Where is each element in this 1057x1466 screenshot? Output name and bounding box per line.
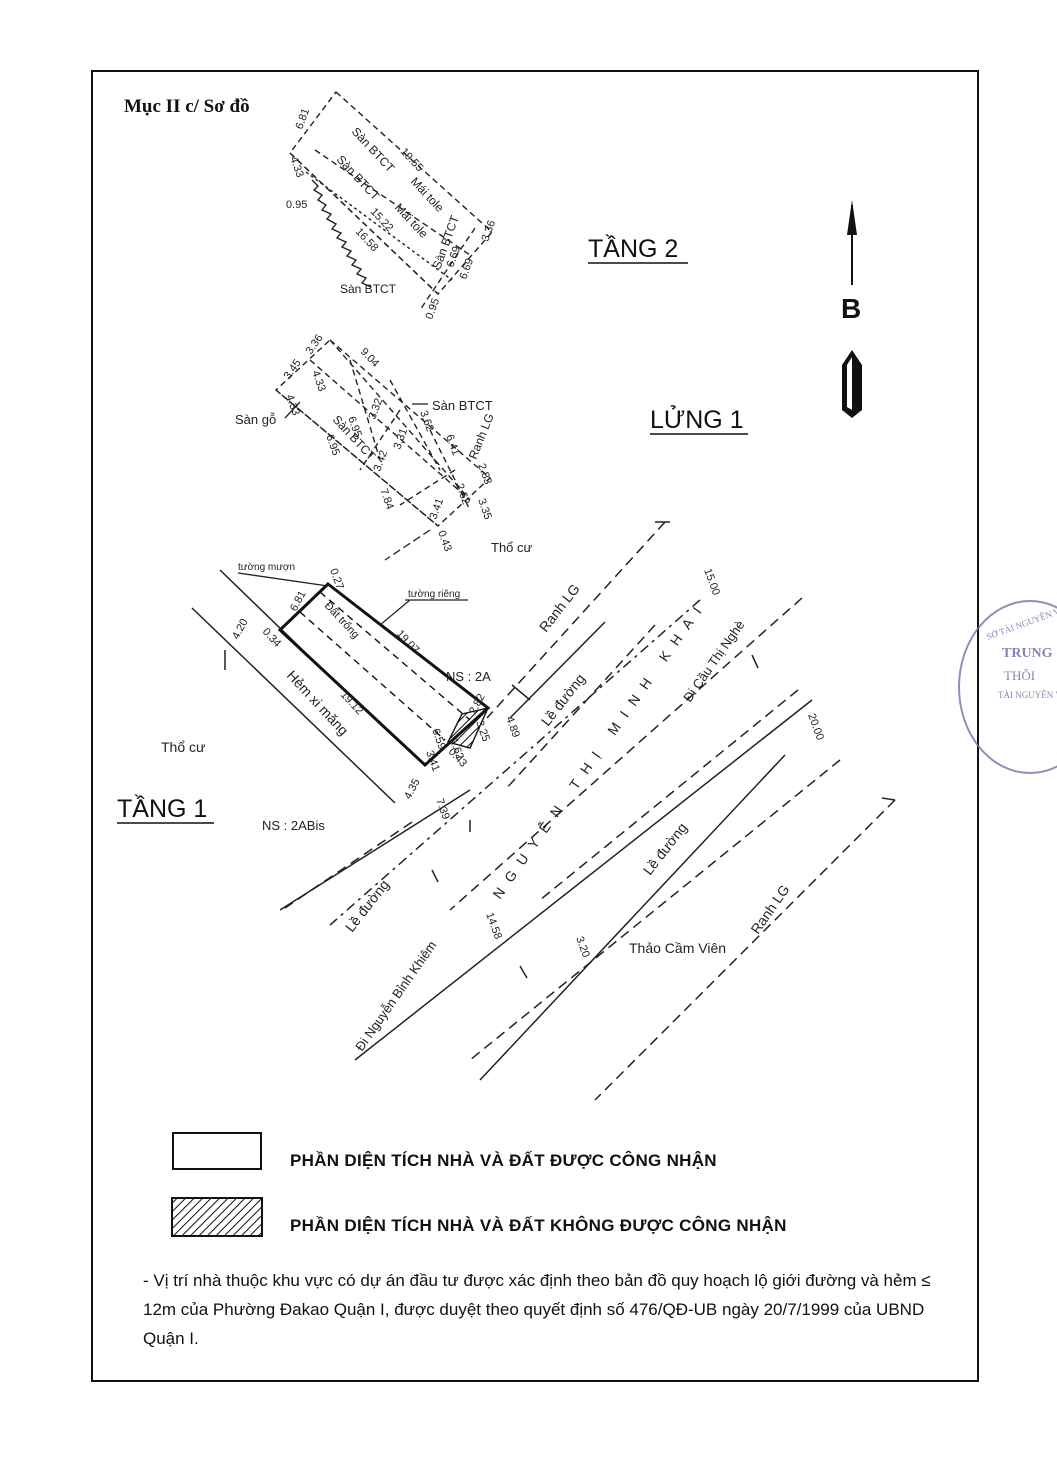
tang1-label-7: Ranh LG: [536, 581, 583, 635]
tuong-muon-leader: [237, 572, 329, 587]
tang2-label-4: Sàn BTCT: [340, 282, 397, 296]
tang1-dim-13: 4.35: [402, 777, 423, 802]
tang1-label-13: NGUYỄN THỊ MINH KHAI: [489, 596, 710, 902]
tang2-dim-0: 6.81: [294, 107, 313, 131]
tang1-label-1: tường riêng: [408, 589, 460, 600]
lung1-dim-14: 3.35: [475, 497, 494, 521]
tang2-plan: [289, 90, 493, 311]
legend-plain-swatch: [172, 1132, 262, 1170]
legend-text-recognized: PHẦN DIỆN TÍCH NHÀ VÀ ĐẤT ĐƯỢC CÔNG NHẬN: [290, 1151, 717, 1170]
tang1-dim-17: 14.58: [483, 911, 504, 941]
tang1-dim-0: 0.27: [327, 567, 346, 591]
tang2-dim-9: 3.36: [480, 219, 499, 243]
tang1-label-0: tường mượn: [238, 562, 295, 573]
tang1-label-6: NS : 2ABis: [262, 818, 325, 833]
tang2-dim-8: 0.95: [424, 297, 443, 321]
tang1-dim-14: 7.39: [433, 797, 452, 821]
tang2-title: TẦNG 2: [588, 234, 678, 263]
lung1-dim-17: 0.43: [435, 529, 454, 553]
legend-text-not-recognized: PHẦN DIỆN TÍCH NHÀ VÀ ĐẤT KHÔNG ĐƯỢC CÔN…: [290, 1216, 787, 1235]
north-arrow-icon: B: [841, 200, 862, 418]
stamp-line-1: THÔI: [1004, 668, 1036, 683]
lung1-dim-7: 3.32: [367, 397, 386, 421]
tang2-label-1: Mái tole: [408, 174, 447, 215]
tang1-label-10: Lề đường: [640, 820, 690, 878]
stamp-line-2: TÀI NGUYÊN VÀ M: [998, 690, 1057, 700]
lung1-dim-4: 4.33: [283, 393, 302, 417]
tang1-labels: tường mượn tường riêng Đất trống Hẻm xi …: [161, 562, 793, 1054]
stamp-line-0: TRUNG: [1002, 646, 1053, 661]
tang1-label-12: Đi Nguyễn Bỉnh Khiêm: [352, 938, 439, 1054]
lung1-label-1: Sàn BTCT: [432, 398, 493, 413]
tang1-dim-16: 20.00: [805, 712, 826, 742]
lung1-dim-15: 7.84: [377, 487, 396, 511]
tang1-dim-7: 4.89: [503, 715, 522, 739]
lung1-label-4: Thổ cư: [491, 540, 533, 555]
lung1-leader: [284, 401, 431, 561]
lung1-plan: [274, 339, 492, 527]
lung1-dim-0: 3.45: [282, 357, 304, 381]
lot-hatched-area: [446, 707, 490, 749]
tang1-label-15: Ranh LG: [747, 882, 792, 937]
tang1-label-4: Thổ cư: [161, 739, 205, 755]
tang1-dim-9: 6.59: [429, 727, 448, 751]
tang2-zigzag: [311, 179, 372, 288]
tang1-dim-3: 4.20: [230, 617, 251, 642]
tang2-dims: 6.81 19.55 4.33 0.95 15.22 16.58 6.69 6.…: [286, 107, 498, 321]
tang1-dim-12: 0.43: [446, 746, 469, 770]
road-ticks: [224, 521, 896, 979]
tang2-label-3: Mái tole: [392, 200, 431, 241]
lung1-dim-12: 2.83: [475, 462, 494, 486]
tang2-dim-7: 6.69: [458, 257, 477, 281]
tang1-dim-5: 19.12: [338, 689, 366, 717]
tang1-label-8: Lề đường: [538, 671, 588, 729]
tang2-dim-4: 15.22: [368, 206, 396, 234]
note-text: - Vị trí nhà thuộc khu vực có dự án đầu …: [143, 1271, 931, 1348]
lung1-dims: 3.45 3.36 9.04 4.33 4.33 6.95 6.95 3.32 …: [282, 332, 494, 553]
tang1-dim-18: 3.20: [573, 935, 592, 959]
tang2-labels: Sàn BTCT Mái tole Sàn BTCT Mái tole Sàn …: [334, 124, 462, 296]
lung1-title: LỬNG 1: [650, 404, 744, 434]
tang1-label-5: NS : 2A: [446, 669, 491, 684]
tang2-dim-5: 16.58: [353, 226, 381, 254]
legend-hatched-swatch: [171, 1197, 263, 1237]
tang1-dim-15: 15.00: [701, 567, 722, 597]
lung1-dim-3: 4.33: [309, 369, 328, 393]
lung1-label-3: Ranh LG: [466, 411, 497, 461]
tang2-dim-3: 0.95: [286, 199, 307, 211]
lung1-dim-13: 2.62: [453, 482, 472, 506]
tang1-label-3: Hẻm xi măng: [284, 667, 352, 738]
section-title: Mục II c/ Sơ đồ: [124, 96, 250, 117]
road-lines: [191, 521, 896, 1101]
north-arrow-label: B: [841, 293, 861, 324]
lung1-dim-6: 6.95: [323, 433, 342, 457]
lung1-dim-16: 3.41: [428, 497, 447, 521]
lung1-label-0: Sàn gỗ: [235, 412, 276, 427]
tuong-rieng-arrow: [379, 599, 411, 626]
tang2-dim-1: 19.55: [398, 146, 426, 174]
tang2-dim-2: 4.33: [287, 155, 306, 179]
lung1-dim-9: 3.31: [392, 427, 411, 451]
tang1-title: TẦNG 1: [117, 794, 207, 823]
tang1-label-14: Thảo Cầm Viên: [629, 940, 726, 956]
tang1-dim-1: 6.81: [288, 589, 309, 614]
lot-outline: [277, 582, 491, 768]
lung1-dim-11: 6.41: [443, 433, 462, 457]
tang1-label-9: Lề đường: [342, 877, 392, 935]
lung1-dim-1: 3.36: [304, 332, 326, 356]
